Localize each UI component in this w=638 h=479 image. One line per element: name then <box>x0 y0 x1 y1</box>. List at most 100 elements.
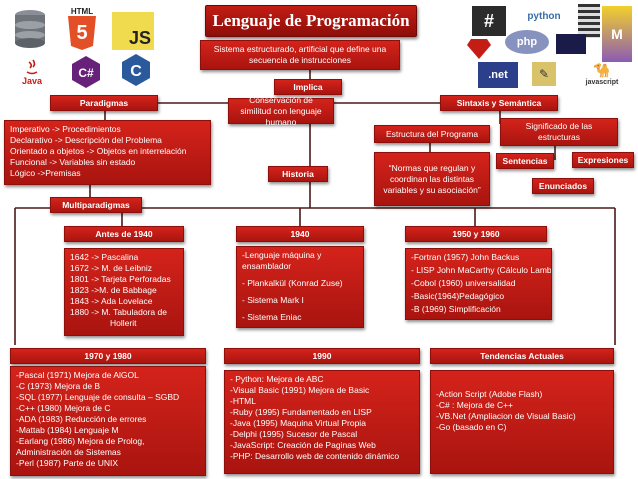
era-1950-list: -Fortran (1957) John Backus - LISP John … <box>405 248 552 320</box>
era-item: -VB.Net (Ampliacion de Visual Basic) <box>436 411 576 421</box>
ruby-icon <box>464 36 494 62</box>
javascript-logo-text: javascript <box>585 79 619 86</box>
definition-box: Sistema estructurado, artificial que def… <box>200 40 400 70</box>
c-icon: C <box>118 52 154 88</box>
tendencias-list: -Action Script (Adobe Flash) -C# : Mejor… <box>430 370 614 474</box>
multiparadigmas-box: Multiparadigmas <box>50 197 142 213</box>
js-logo-text: JS <box>128 28 151 48</box>
era-item: -B (1969) Simplificación <box>411 304 501 314</box>
paradigmas-header: Paradigmas <box>50 95 158 111</box>
era-item: -Java (1995) Maquina Virtual Propia <box>230 418 366 428</box>
html5-icon: HTML 5 <box>62 4 102 52</box>
php-icon: php <box>505 30 549 54</box>
era-item: Administración de Sistemas <box>16 447 121 457</box>
script-logo-text: ✎ <box>538 67 550 81</box>
conservacion-box: Conservación de similitud con lenguaje h… <box>228 95 334 127</box>
era-item: -Basic(1964)Pedagógico <box>411 291 505 301</box>
java-icon: Java <box>8 55 56 89</box>
era-item: 1672 -> M. de Leibniz <box>70 263 152 273</box>
era-item: -Mattab (1984) Lenguaje M <box>16 425 119 435</box>
hash-icon: # <box>472 6 506 36</box>
era-item: -JavaScript: Creación de Paginas Web <box>230 440 376 450</box>
era-1990-header: 1990 <box>224 348 420 364</box>
era-item: -Earlang (1986) Mejora de Prolog, <box>16 436 145 446</box>
era-item: -Lenguaje máquina y <box>242 250 322 260</box>
paradigmas-list: Imperativo -> Procedimientos Declarativo… <box>4 120 211 185</box>
era-item: -HTML <box>230 396 256 406</box>
era-item: 1823 ->M. de Babbage <box>70 285 157 295</box>
era-item: 1642 -> Pascalina <box>70 252 139 262</box>
era-item: -PHP: Desarrollo web de contenido dinámi… <box>230 451 400 461</box>
era-item: - Plankalkül (Konrad Zuse) <box>242 278 343 288</box>
script-icon: ✎ <box>532 62 556 86</box>
sentencias-box: Sentencias <box>496 153 554 169</box>
books-icon <box>578 4 600 38</box>
paradigm-item: Funcional -> Variables sin estado <box>10 157 136 167</box>
paradigm-item: Imperativo -> Procedimientos <box>10 124 121 134</box>
era-item: - LISP John MaCarthy (Cálculo Lambda) <box>411 265 552 275</box>
ide-icon <box>556 34 586 54</box>
era-1940-header: 1940 <box>236 226 364 242</box>
js-icon: JS <box>112 12 154 50</box>
matlab-logo-text: M <box>611 26 623 42</box>
era-item: -Go (basado en C) <box>436 422 507 432</box>
definition-text: Sistema estructurado, artificial que def… <box>213 44 387 65</box>
dotnet-logo-text: .net <box>488 69 508 81</box>
historia-header: Historia <box>268 166 328 182</box>
era-item: -Delphi (1995) Sucesor de Pascal <box>230 429 358 439</box>
era-item: -Visual Basic (1991) Mejora de Basic <box>230 385 370 395</box>
era-item: -C# : Mejora de C++ <box>436 400 514 410</box>
era-item: ensamblador <box>242 261 292 271</box>
expresiones-box: Expresiones <box>572 152 634 168</box>
python-icon: python <box>516 6 572 26</box>
era-item: -ADA (1983) Reducción de errores <box>16 414 147 424</box>
estructura-box: Estructura del Programa <box>374 125 490 143</box>
java-logo-text: Java <box>21 76 43 86</box>
era-item: -Ruby (1995) Fundamentado en LISP <box>230 407 372 417</box>
tendencias-header: Tendencias Actuales <box>430 348 614 364</box>
era-item: -SQL (1977) Lenguaje de consulta – SGBD <box>16 392 180 402</box>
era-item: -Action Script (Adobe Flash) <box>436 389 543 399</box>
era-1950-header: 1950 y 1960 <box>405 226 547 242</box>
era-1970-list: -Pascal (1971) Mejora de AlGOL -C (1973)… <box>10 366 206 476</box>
matlab-icon: M <box>602 6 632 62</box>
era-item: -Fortran (1957) John Backus <box>411 252 520 262</box>
javascript-icon: 🐪 javascript <box>580 60 624 88</box>
era-1990-list: - Python: Mejora de ABC -Visual Basic (1… <box>224 370 420 474</box>
csharp-icon: C# <box>68 55 104 89</box>
html5-number: 5 <box>76 22 87 44</box>
php-logo-text: php <box>516 36 538 48</box>
era-1970-header: 1970 y 1980 <box>10 348 206 364</box>
era-item: Hollerit <box>110 318 137 328</box>
paradigm-item: Lógico ->Premisas <box>10 168 81 178</box>
era-item: - Sistema Eniac <box>242 312 302 322</box>
era-item: 1880 -> M. Tabuladora de <box>70 307 167 317</box>
era-item: - Sistema Mark I <box>242 295 304 305</box>
era-item: -Perl (1987) Parte de UNIX <box>16 458 119 468</box>
dotnet-icon: .net <box>478 62 518 88</box>
enunciados-box: Enunciados <box>532 178 594 194</box>
paradigm-item: Orientado a objetos -> Objetos en interr… <box>10 146 187 156</box>
python-logo-text: python <box>527 10 561 22</box>
hash-logo-text: # <box>483 10 494 31</box>
animal-glyph: 🐪 <box>593 62 611 78</box>
significado-box: Significado de las estructuras <box>500 118 618 146</box>
sintaxis-header: Sintaxis y Semántica <box>440 95 558 111</box>
conservacion-text: Conservación de similitud con lenguaje h… <box>240 94 322 127</box>
era-item: - Python: Mejora de ABC <box>230 374 324 384</box>
era-antes-1940-header: Antes de 1940 <box>64 226 184 242</box>
c-logo-text: C <box>130 63 142 80</box>
era-item: 1801 -> Tarjeta Perforadas <box>70 274 171 284</box>
paradigm-item: Declarativo -> Descripción del Problema <box>10 135 162 145</box>
html-logo-text: HTML <box>70 6 94 16</box>
page-title: Lenguaje de Programación <box>205 5 417 37</box>
era-antes-1940-list: 1642 -> Pascalina 1672 -> M. de Leibniz … <box>64 248 184 336</box>
era-item: -C (1973) Mejora de B <box>16 381 101 391</box>
era-item: -C++ (1980) Mejora de C <box>16 403 111 413</box>
era-item: 1843 -> Ada Lovelace <box>70 296 153 306</box>
era-item: -Cobol (1960) universalidad <box>411 278 516 288</box>
definition-quote-box: “Normas que regulan y coordinan las dist… <box>374 152 490 206</box>
significado-text: Significado de las estructuras <box>525 121 593 142</box>
